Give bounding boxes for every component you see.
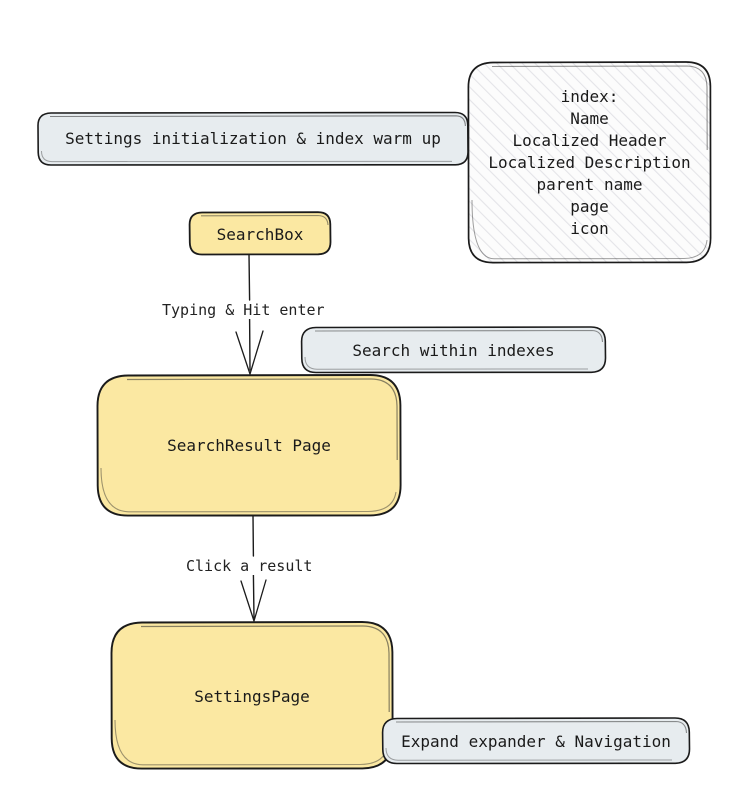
node-searchbox[interactable] bbox=[188, 211, 332, 256]
node-settings-init[interactable] bbox=[37, 111, 469, 166]
edge-searchresult-to-settingspage bbox=[240, 514, 267, 622]
node-searchresult[interactable] bbox=[96, 374, 402, 517]
node-settingspage[interactable] bbox=[110, 621, 394, 770]
node-search-within[interactable] bbox=[300, 326, 607, 374]
node-index[interactable] bbox=[467, 61, 712, 264]
edge-searchbox-to-searchresult bbox=[235, 253, 264, 375]
edge-label-click-a-result: Click a result bbox=[184, 557, 315, 575]
edge-label-typing-hit-enter: Typing & Hit enter bbox=[160, 301, 327, 319]
node-expand-expander[interactable] bbox=[381, 717, 691, 765]
